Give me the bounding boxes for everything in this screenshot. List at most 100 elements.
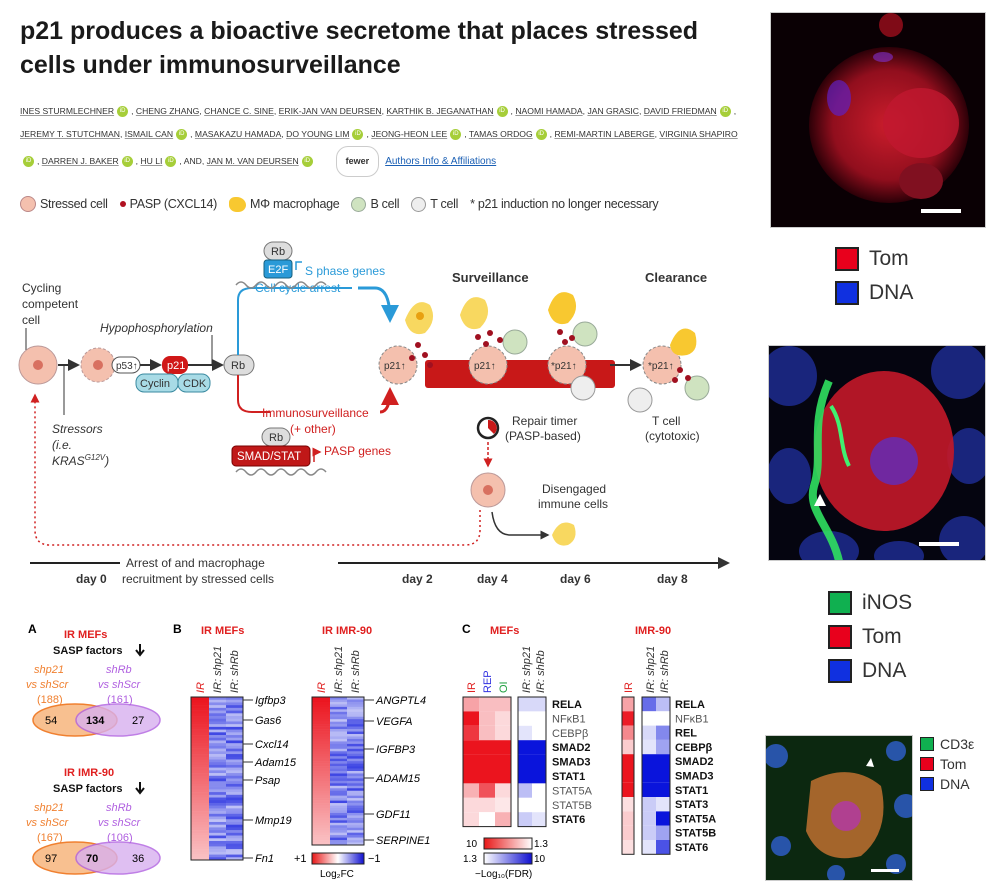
heatmap-cell [191,819,209,823]
legend-note: * p21 induction no longer necessary [470,197,659,211]
heatmap-cell [191,805,209,809]
orcid-icon[interactable]: iD [535,129,547,141]
author-link[interactable]: KARTHIK B. JEGANATHAN [386,106,494,116]
heatmap-cell [347,790,364,794]
heatmap-cell [312,783,330,787]
log2fc-scale [311,852,365,865]
heatmap-cell [191,794,209,798]
venn-left-label: vs shScr [26,679,70,691]
heatmap-cell [226,794,243,798]
heatmap-cell [312,817,330,821]
heatmap-cell [209,748,226,752]
label-repair-timer: Repair timer [512,414,577,428]
heatmap-cell [622,797,634,812]
heatmap-cell [642,782,656,798]
authors-affiliations-link[interactable]: Authors Info & Affiliations [385,156,497,167]
heatmap-cell [209,775,226,779]
heatmap-cell [191,702,209,706]
author-link[interactable]: REMI-MARTIN LABERGE [554,129,655,139]
legend-label: CD3ε [940,736,975,752]
gene-label: STAT1 [552,771,585,783]
color-swatch [920,737,934,751]
scale-label: 1.3 [534,839,548,850]
heatmap-cell [347,820,364,824]
heatmap-cell [191,726,209,730]
gene-label: STAT6 [552,814,585,826]
label-cycling: Cycling [22,281,61,295]
author-link[interactable]: JEREMY T. STUTCHMAN [20,129,120,139]
svg-text:p21↑: p21↑ [474,361,496,372]
venn-left-label: vs shScr [26,817,70,829]
heatmap-cell [191,775,209,779]
color-swatch [920,777,934,791]
orcid-icon[interactable]: iD [165,156,177,168]
author-link[interactable]: DAVID FRIEDMAN [643,106,717,116]
legend-entry: DNA [920,774,974,794]
venn-left-label: (188) [37,694,63,706]
author-link[interactable]: NAOMI HAMADA [515,106,583,116]
fewer-button[interactable]: fewer [335,146,380,177]
heatmap-cell [209,770,226,774]
orcid-icon[interactable]: iD [176,129,188,141]
heatmap-cell [330,842,347,846]
orcid-icon[interactable]: iD [23,156,34,168]
heatmap-cell [330,805,347,809]
legend-entry: CD3ε [920,734,974,754]
author-link[interactable]: JAN M. VAN DEURSEN [206,156,299,166]
heatmap-cell [622,754,634,769]
heatmap-cell [463,711,479,726]
author-link[interactable]: DO YOUNG LIM [286,129,350,139]
author-link[interactable]: ERIK-JAN VAN DEURSEN [278,106,382,116]
author-link[interactable]: INES STURMLECHNER [20,106,115,116]
column-label: IR: shp21 [333,646,345,693]
heatmap-cell [191,745,209,749]
heatmap-cell [463,740,479,755]
heatmap-cell [191,849,209,853]
orcid-icon[interactable]: iD [121,156,133,168]
gene-label: SMAD3 [675,771,714,783]
heatmap-cell [479,697,495,712]
author-link[interactable]: ISMAIL CAN [124,129,174,139]
heatmap-cell [347,736,364,740]
heatmap-cell [209,740,226,744]
legend-pasp: PASP (CXCL14) [129,197,218,211]
heatmap-cell [209,800,226,804]
heatmap-cell [330,711,347,715]
gene-label: SMAD2 [552,742,591,754]
author-link[interactable]: DARREN J. BAKER [41,156,119,166]
orcid-icon[interactable]: iD [301,156,313,168]
heatmap-cell [518,711,532,726]
author-link[interactable]: CHANCE C. SINE [204,106,274,116]
author-link[interactable]: JAN GRASIC [587,106,640,116]
label-timeline-2: recruitment by stressed cells [122,572,274,586]
orcid-icon[interactable]: iD [352,129,364,141]
label-immune-cells: immune cells [538,497,608,511]
orcid-icon[interactable]: iD [496,106,508,118]
heatmap-cell [656,711,670,726]
gene-label: ADAM15 [375,773,421,785]
author-link[interactable]: TAMAS ORDOG [468,129,533,139]
gene-label: SERPINE1 [376,835,430,847]
author-link[interactable]: JEONG-HEON LEE [371,129,448,139]
orcid-icon[interactable]: iD [450,129,462,141]
heatmap-cell [226,762,243,766]
heatmap-cell [312,785,330,789]
heatmap-cell [226,775,243,779]
orcid-icon[interactable]: iD [719,106,731,118]
heatmap-cell [191,843,209,847]
heatmap-cell [347,714,364,718]
heatmap-cell [656,768,670,783]
heatmap-cell [495,754,511,769]
rb-badge-bottom: Rb [269,432,283,444]
immune-cells [405,292,710,413]
author-link[interactable]: CHENG ZHANG [135,106,200,116]
heatmap-cell [479,797,495,813]
author-link[interactable]: VIRGINIA SHAPIRO [659,129,738,139]
legend-label: Tom [862,625,902,648]
heatmap-cell [226,849,243,853]
author-link[interactable]: HU LI [140,156,163,166]
heatmap-cell [463,697,479,712]
orcid-icon[interactable]: iD [117,106,129,118]
author-link[interactable]: MASAKAZU HAMADA [194,129,282,139]
